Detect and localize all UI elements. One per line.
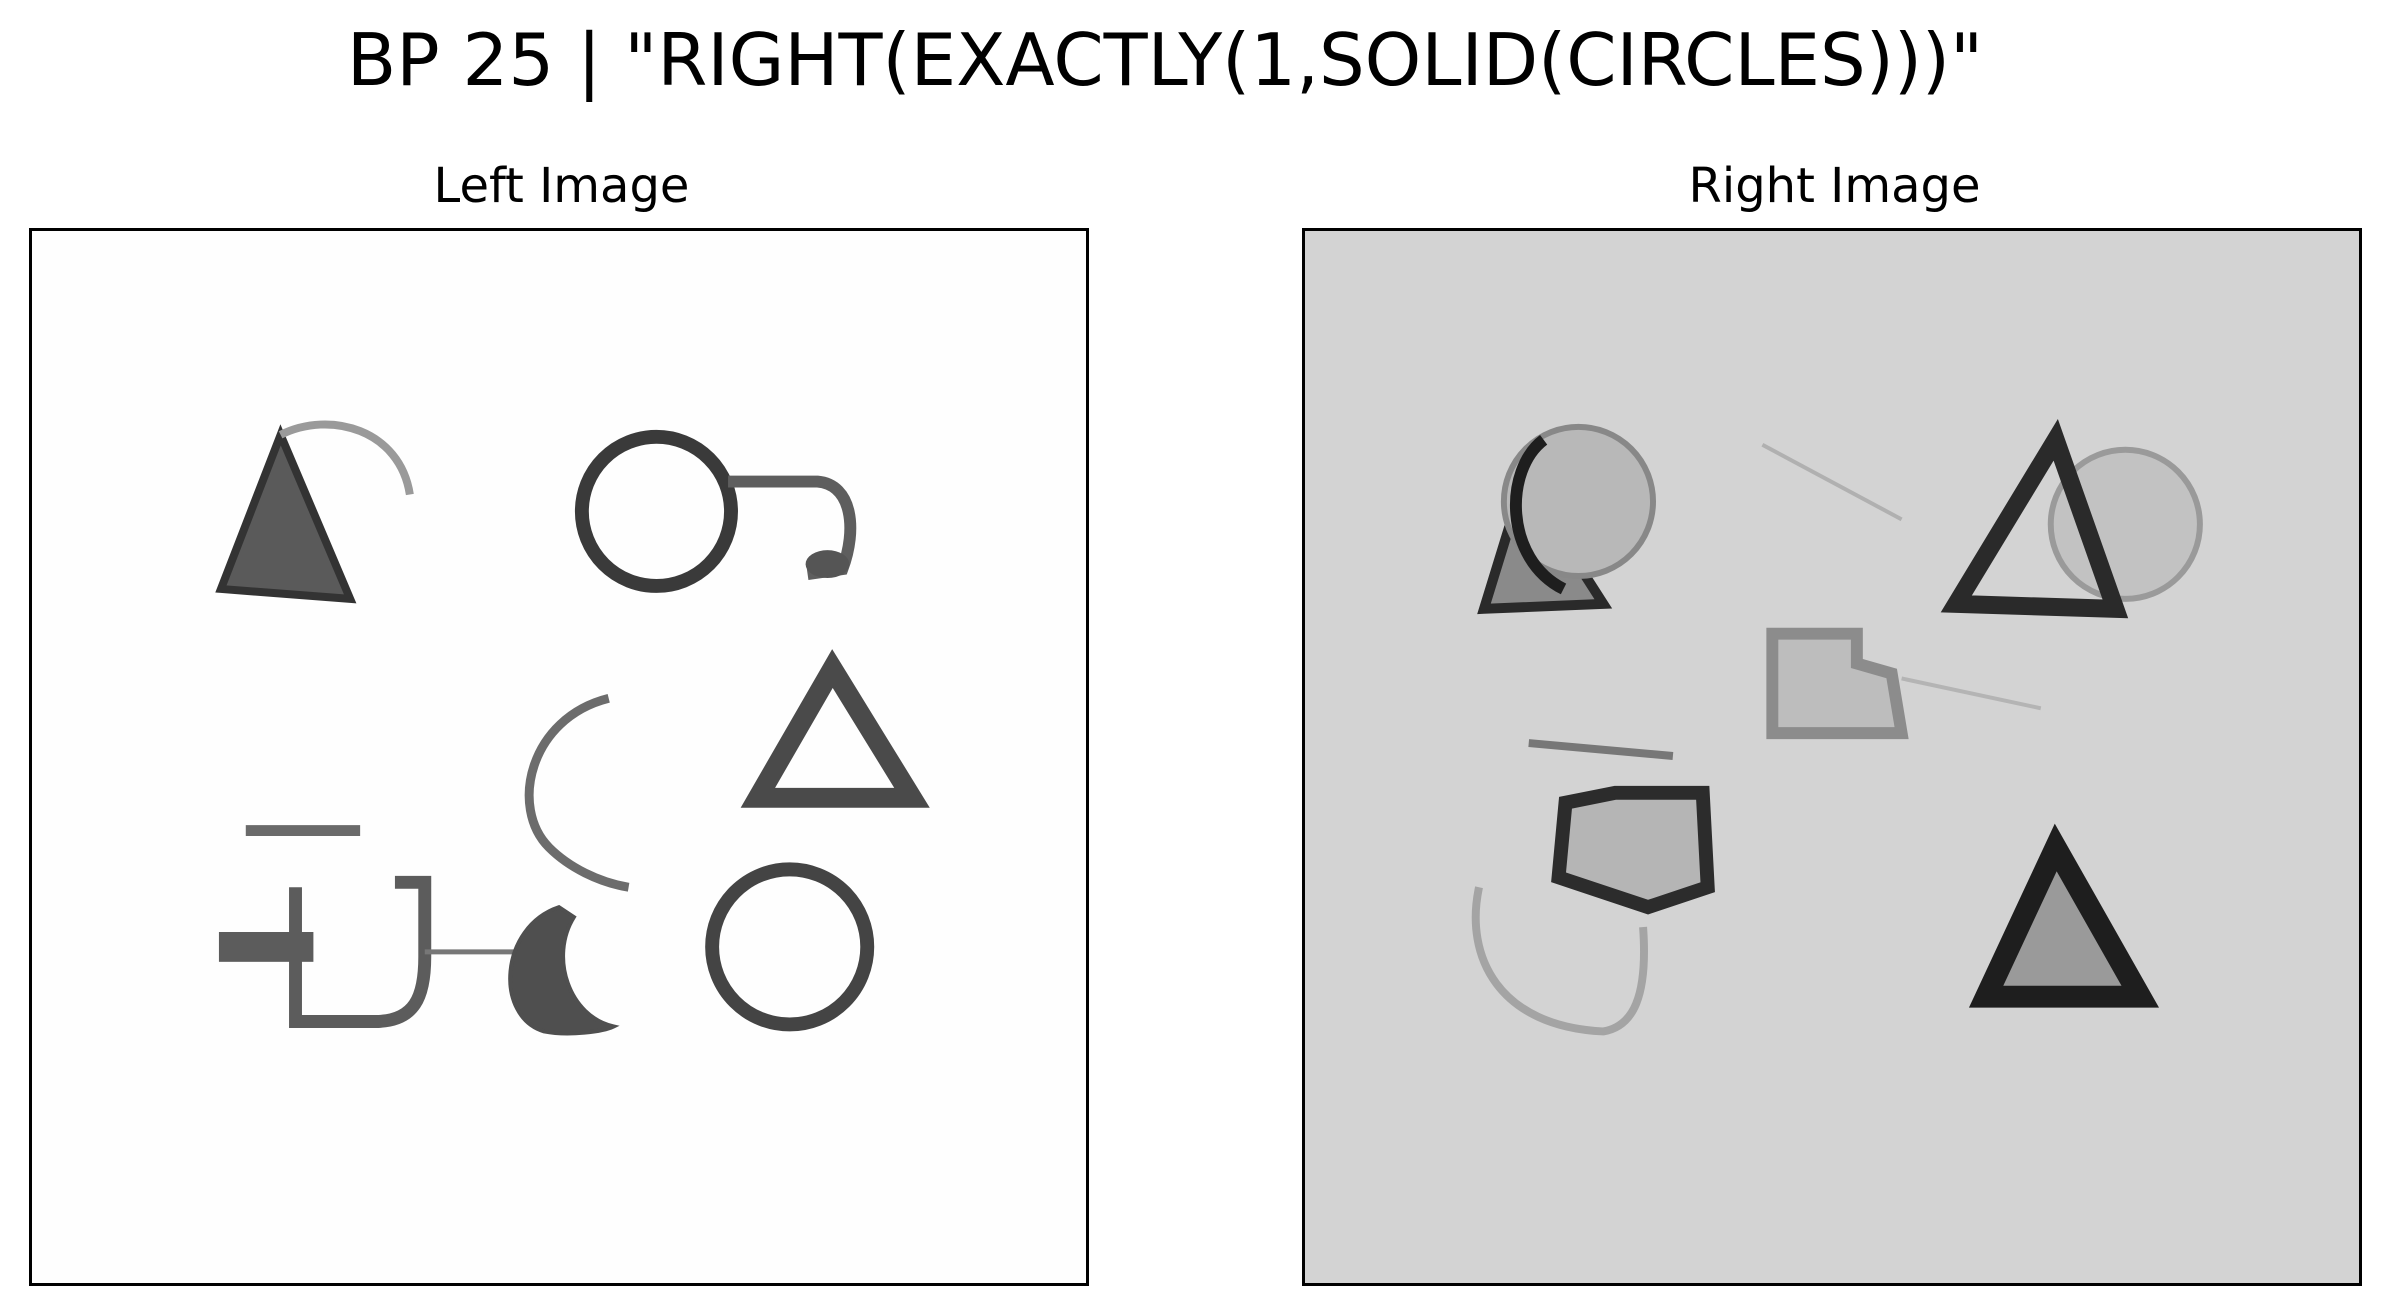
left-image bbox=[215, 420, 930, 1036]
right-faint-line bbox=[1761, 443, 1903, 522]
left-image-panel bbox=[29, 228, 1089, 1286]
left-open-arc bbox=[524, 693, 630, 892]
left-outline-circle bbox=[705, 862, 875, 1032]
left-solid-crescent bbox=[508, 904, 620, 1036]
right-solid-circle-shape bbox=[1477, 423, 1657, 615]
right-dash-line bbox=[1528, 739, 1674, 760]
right-faint-line bbox=[1901, 676, 2042, 711]
left-image-title: Left Image bbox=[433, 158, 690, 214]
right-triangle-circle-shape bbox=[1940, 419, 2203, 619]
right-image-panel bbox=[1302, 228, 2362, 1286]
left-outline-triangle bbox=[740, 649, 930, 808]
left-bracket-shape bbox=[218, 875, 520, 1028]
right-pentagon-arc-shape bbox=[1471, 785, 1715, 1036]
right-outline-triangle bbox=[1968, 823, 2160, 1008]
left-outline-circle-hook bbox=[574, 429, 857, 593]
right-image-title: Right Image bbox=[1688, 158, 1981, 214]
figure-title: BP 25 | "RIGHT(EXACTLY(1,SOLID(CIRCLES))… bbox=[346, 18, 1984, 102]
right-light-square bbox=[1766, 627, 1909, 740]
left-triangle-arc-shape bbox=[215, 420, 414, 604]
right-image bbox=[1471, 419, 2203, 1036]
